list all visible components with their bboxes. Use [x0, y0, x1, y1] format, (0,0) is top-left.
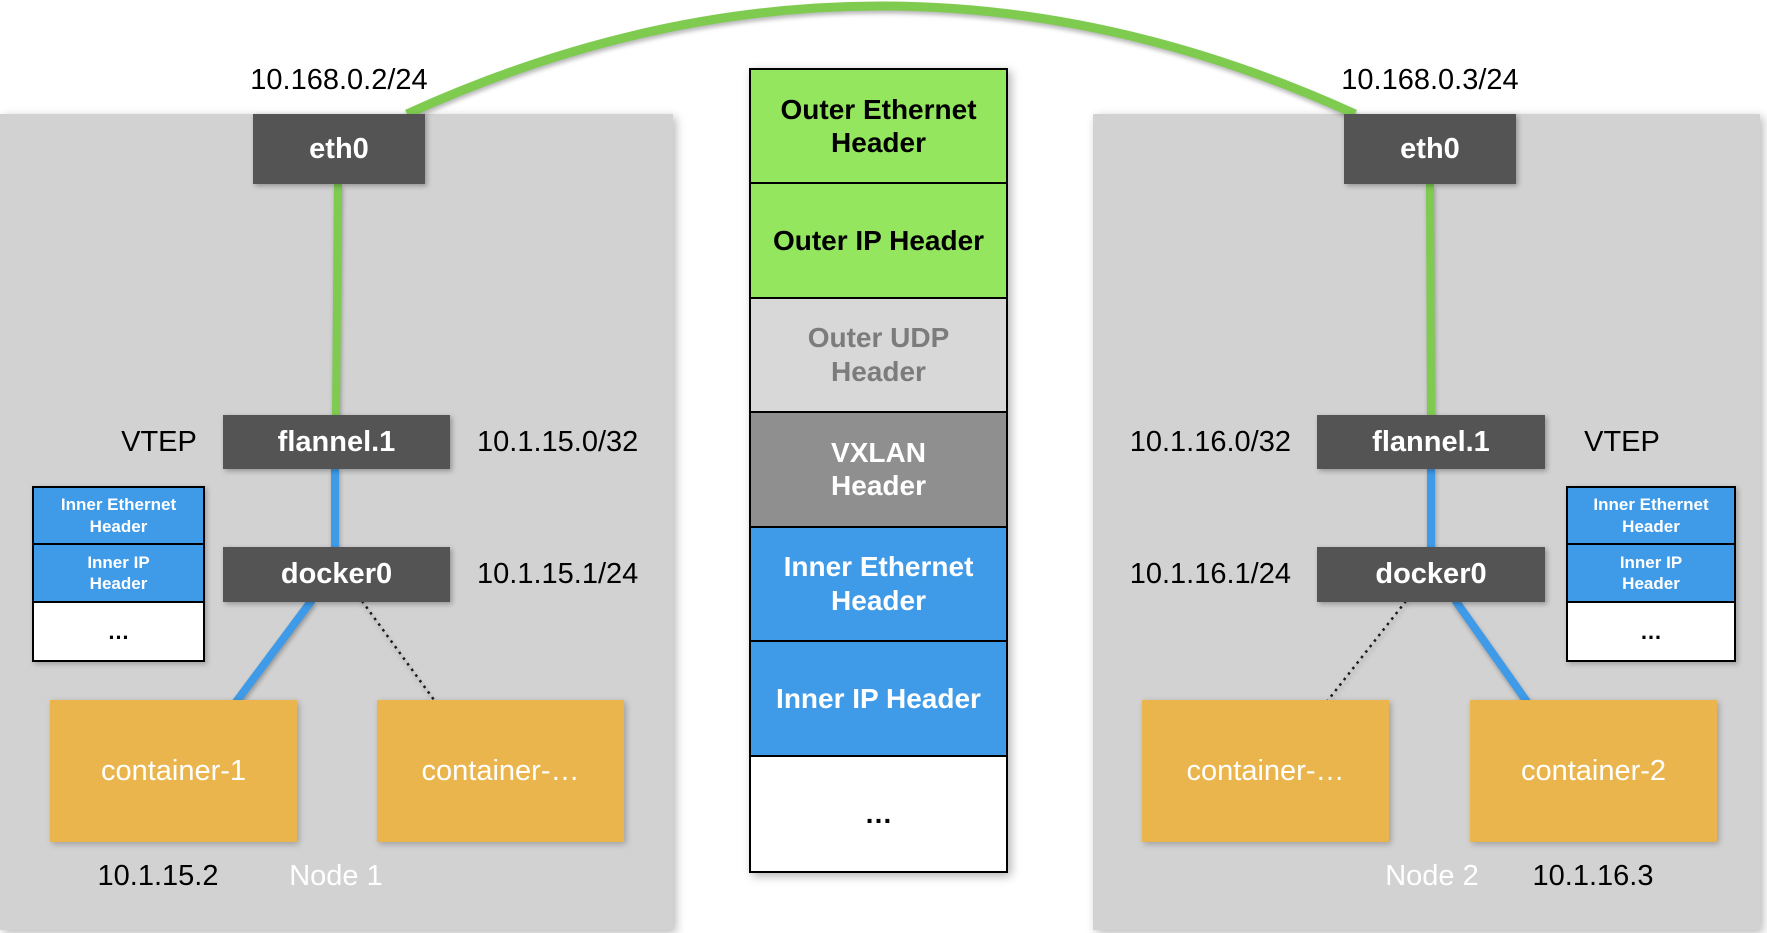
- vxlan-packet-structure: Outer Ethernet Header Outer IP Header Ou…: [749, 68, 1008, 873]
- mini-stack-row: …: [34, 602, 203, 660]
- packet-section-outer-ip-header: Outer IP Header: [751, 184, 1006, 299]
- flannel-box-right: flannel.1: [1317, 415, 1545, 469]
- packet-section-vxlan-header: VXLAN Header: [751, 413, 1006, 528]
- packet-section-outer-udp-header: Outer UDP Header: [751, 298, 1006, 414]
- mini-stack-row: …: [1568, 602, 1734, 660]
- docker0-box-right: docker0: [1317, 547, 1545, 602]
- docker-ip-label-right: 10.1.16.1/24: [1129, 558, 1291, 590]
- packet-section-inner-ip-header: Inner IP Header: [751, 642, 1006, 757]
- eth0-flannel-link-left: [332, 183, 342, 417]
- host-ip-label-right: 10.168.0.3/24: [1341, 63, 1519, 96]
- container-ellipsis-box-left: container-…: [377, 700, 624, 842]
- container-2-box: container-2: [1470, 700, 1717, 842]
- flannel-ip-label-right: 10.1.16.0/32: [1129, 425, 1291, 458]
- docker-container-dotted-link-right: [1324, 600, 1407, 705]
- inter-node-vxlan-tunnel-line: [405, 1, 1357, 119]
- container-1-box: container-1: [50, 700, 297, 842]
- inner-headers-mini-stack-left: Inner Ethernet Header Inner IP Header …: [32, 486, 205, 662]
- node-2-title: Node 2: [1385, 859, 1479, 892]
- host-ip-label-left: 10.168.0.2/24: [250, 63, 428, 96]
- docker-container1-link: [229, 597, 316, 709]
- container-ellipsis-box-right: container-…: [1142, 700, 1389, 842]
- vtep-label-left: VTEP: [121, 425, 197, 458]
- flannel-ip-label-left: 10.1.15.0/32: [477, 425, 639, 458]
- node-1-title: Node 1: [289, 859, 383, 892]
- mini-stack-row: Inner IP Header: [34, 545, 203, 603]
- mini-stack-row: Inner IP Header: [1568, 545, 1734, 603]
- mini-stack-row: Inner Ethernet Header: [1568, 488, 1734, 546]
- eth0-flannel-link-right: [1426, 183, 1435, 417]
- flannel-box-left: flannel.1: [223, 415, 450, 469]
- docker-container-dotted-link-left: [360, 600, 439, 705]
- packet-section-payload-ellipsis: …: [751, 756, 1006, 871]
- eth0-box-left: eth0: [253, 114, 425, 184]
- docker0-box-left: docker0: [223, 547, 450, 602]
- container-1-ip-label: 10.1.15.2: [97, 859, 219, 892]
- eth0-box-right: eth0: [1344, 114, 1516, 184]
- mini-stack-row: Inner Ethernet Header: [34, 488, 203, 546]
- inner-headers-mini-stack-right: Inner Ethernet Header Inner IP Header …: [1566, 486, 1736, 662]
- docker-ip-label-left: 10.1.15.1/24: [477, 558, 639, 590]
- container-2-ip-label: 10.1.16.3: [1532, 859, 1654, 892]
- docker-container2-link: [1451, 597, 1534, 709]
- vtep-label-right: VTEP: [1584, 425, 1660, 458]
- packet-section-outer-ethernet-header: Outer Ethernet Header: [751, 70, 1006, 185]
- packet-section-inner-ethernet-header: Inner Ethernet Header: [751, 527, 1006, 643]
